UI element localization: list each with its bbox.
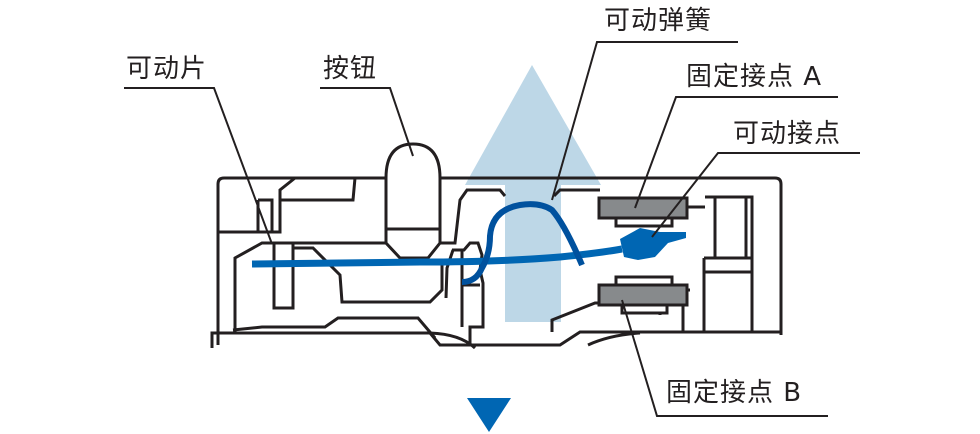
leader-button	[320, 87, 414, 157]
down-arrow	[467, 398, 511, 432]
label-fixed-contact-b: 固定接点 B	[666, 378, 803, 408]
movable-contact	[620, 228, 686, 260]
leader-movable-spring	[551, 41, 738, 201]
movable-piece	[251, 245, 623, 268]
up-arrow	[465, 65, 601, 322]
leader-movable-piece	[124, 87, 273, 245]
leader-fixed-contact-b	[621, 299, 828, 417]
fixed-contact-a	[597, 196, 689, 228]
up-arrow-head	[465, 65, 601, 185]
leader-lines	[124, 41, 860, 417]
button-plunger	[384, 142, 442, 260]
leader-movable-contact	[651, 152, 860, 238]
label-button: 按钮	[323, 54, 378, 84]
label-movable-contact: 可动接点	[733, 119, 842, 149]
fixed-contact-b	[597, 275, 689, 333]
label-movable-spring: 可动弹簧	[604, 6, 713, 36]
label-fixed-contact-a: 固定接点 A	[686, 62, 823, 92]
movable-spring	[461, 201, 585, 285]
leader-fixed-contact-a	[634, 96, 838, 209]
label-movable-piece: 可动片	[126, 54, 208, 84]
